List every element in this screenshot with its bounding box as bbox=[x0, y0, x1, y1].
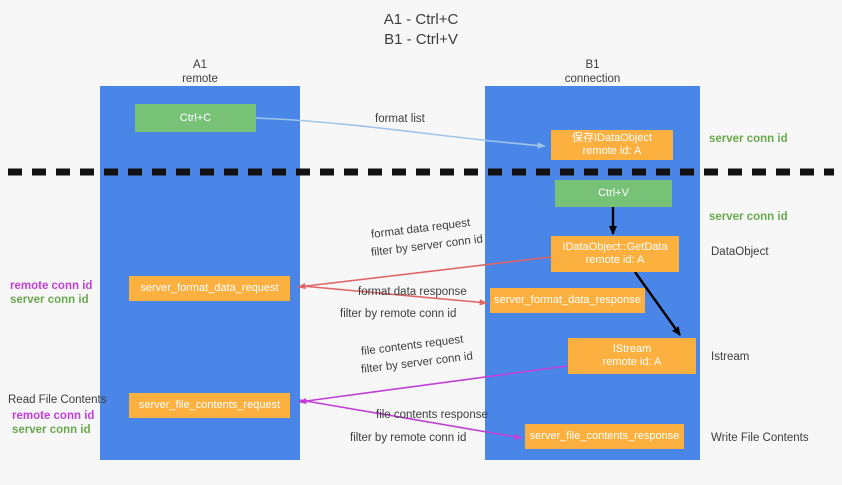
box-save-idataobject-subtitle: remote id: A bbox=[582, 145, 642, 157]
box-getdata-subtitle: remote id: A bbox=[585, 254, 645, 266]
filter-by-text-4: filter by bbox=[350, 432, 388, 444]
title-line-1: A1 - Ctrl+C bbox=[383, 11, 459, 28]
edge-label-format-list: format list bbox=[375, 113, 425, 125]
edge-label-format-data-response-filter: filter by remote conn id bbox=[340, 307, 467, 321]
right-label-server-conn-id-2: server conn id bbox=[709, 211, 788, 223]
token-remote-conn-id-2: remote conn id bbox=[390, 432, 467, 444]
left-label-conn-ids-top: remote conn id server conn id bbox=[10, 279, 92, 307]
box-server-format-data-response-label: server_format_data_response bbox=[494, 294, 641, 306]
box-ctrl-c-label: Ctrl+C bbox=[179, 111, 212, 124]
left-label-server-conn-id-2: server conn id bbox=[12, 424, 91, 436]
lane-b1-sub: connection bbox=[564, 73, 621, 85]
box-server-file-contents-response-label: server_file_contents_response bbox=[529, 430, 680, 442]
right-label-server-conn-id-1: server conn id bbox=[709, 133, 788, 145]
box-save-idataobject-title: 保存IDataObject bbox=[571, 132, 653, 144]
right-label-istream: Istream bbox=[711, 351, 750, 363]
filter-by-text-2: filter by bbox=[340, 308, 378, 320]
box-ctrl-v[interactable]: Ctrl+V bbox=[555, 180, 672, 207]
edge-label-file-contents-response-group: file contents response filter by remote … bbox=[350, 408, 488, 445]
box-ctrl-v-label: Ctrl+V bbox=[598, 187, 629, 199]
filter-by-text-3: filter by bbox=[360, 359, 399, 377]
token-server-conn-id: server conn id bbox=[410, 233, 484, 255]
right-label-dataobject: DataObject bbox=[711, 246, 769, 258]
box-server-format-data-response[interactable]: server_format_data_response bbox=[490, 288, 645, 313]
lane-header-a1: A1 remote bbox=[100, 58, 300, 86]
filter-by-text: filter by bbox=[370, 242, 409, 260]
box-server-format-data-request[interactable]: server_format_data_request bbox=[129, 276, 290, 301]
lane-header-b1: B1 connection bbox=[485, 58, 700, 86]
left-label-conn-ids-bottom: remote conn id server conn id bbox=[12, 409, 94, 437]
box-save-idataobject[interactable]: 保存IDataObject remote id: A bbox=[551, 130, 673, 160]
lane-a1-sub: remote bbox=[182, 73, 218, 85]
lane-a1-name: A1 bbox=[192, 59, 208, 71]
box-istream-subtitle: remote id: A bbox=[602, 356, 662, 368]
box-server-format-data-request-label: server_format_data_request bbox=[140, 282, 279, 294]
title-line-2: B1 - Ctrl+V bbox=[384, 31, 458, 48]
page-title: A1 - Ctrl+C B1 - Ctrl+V bbox=[0, 10, 842, 50]
token-server-conn-id-2: server conn id bbox=[400, 350, 474, 372]
token-remote-conn-id: remote conn id bbox=[380, 308, 457, 320]
box-getdata-title: IDataObject::GetData bbox=[562, 241, 668, 253]
left-label-remote-conn-id-2: remote conn id bbox=[12, 410, 95, 422]
box-istream[interactable]: IStream remote id: A bbox=[568, 338, 696, 374]
box-server-file-contents-response[interactable]: server_file_contents_response bbox=[525, 424, 684, 449]
edge-label-file-contents-response-filter: filter by remote conn id bbox=[350, 431, 488, 445]
box-idataobject-getdata[interactable]: IDataObject::GetData remote id: A bbox=[551, 236, 679, 272]
edge-label-format-data-response-group: format data response filter by remote co… bbox=[340, 285, 467, 321]
left-label-read-file-contents: Read File Contents bbox=[8, 394, 107, 406]
edge-label-file-contents-response: file contents response bbox=[376, 409, 488, 421]
edge-label-format-data-request-group: format data request filter by server con… bbox=[370, 217, 485, 260]
box-istream-title: IStream bbox=[612, 343, 652, 355]
edge-label-format-data-response: format data response bbox=[358, 286, 467, 298]
edge-label-file-contents-request-group: file contents request filter by server c… bbox=[360, 334, 475, 377]
left-label-server-conn-id-1: server conn id bbox=[10, 294, 89, 306]
right-label-write-file-contents: Write File Contents bbox=[711, 432, 809, 444]
lane-b1-name: B1 bbox=[585, 59, 600, 71]
box-server-file-contents-request[interactable]: server_file_contents_request bbox=[129, 393, 290, 418]
box-server-file-contents-request-label: server_file_contents_request bbox=[138, 399, 281, 411]
left-label-remote-conn-id-1: remote conn id bbox=[10, 280, 93, 292]
box-ctrl-c[interactable]: Ctrl+C bbox=[135, 104, 256, 132]
